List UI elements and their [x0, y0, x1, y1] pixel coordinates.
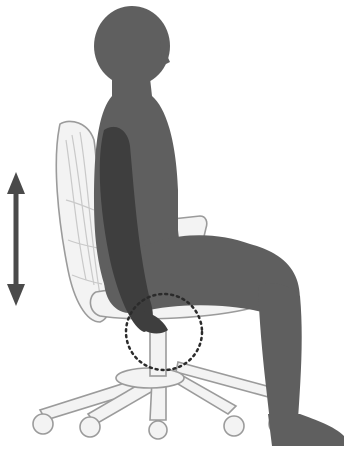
height-adjust-arrow-icon	[7, 172, 25, 306]
